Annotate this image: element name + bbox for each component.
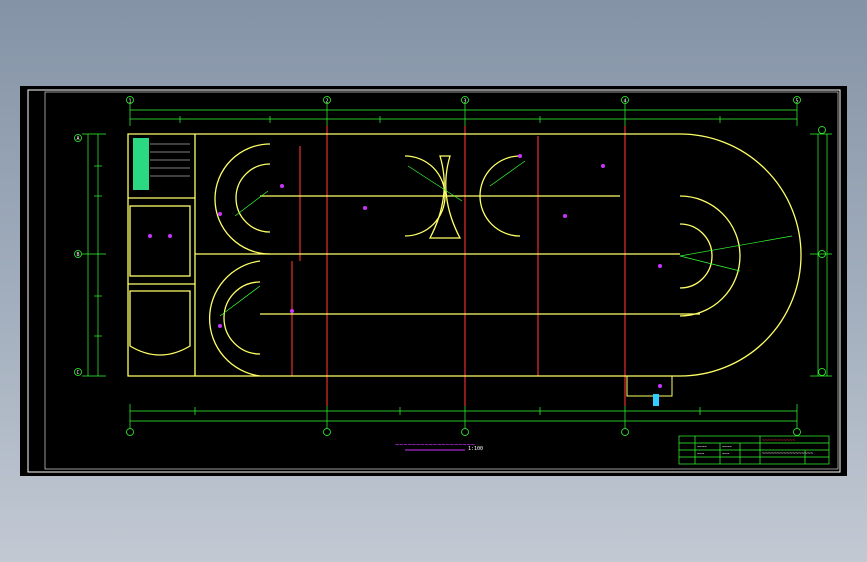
- axis-label-2: 2: [325, 99, 328, 105]
- stair-lines: [150, 143, 190, 177]
- axis-label-3: 3: [463, 99, 466, 105]
- top-dimension-lines: [129, 104, 798, 126]
- axis-label-4: 4: [623, 99, 626, 105]
- entrance-stair: [626, 375, 673, 397]
- axis-label-a: A: [76, 136, 79, 142]
- sheet-inner-frame: [44, 91, 839, 470]
- stair-hatch: [133, 138, 149, 190]
- entrance-hatch: [653, 394, 659, 406]
- sheet-outer-frame: [27, 89, 841, 473]
- axis-label-c: C: [76, 370, 79, 376]
- grid-axis-bubbles-side: [74, 126, 826, 376]
- radius-leaders: [219, 160, 793, 317]
- axis-label-b: B: [76, 252, 79, 258]
- cad-viewport[interactable]: 1 2 3 4 5 A B C ~~~~~~~~~~~~~~~~~~~ 1:10…: [20, 86, 847, 476]
- plan-scale: 1:100: [468, 446, 483, 452]
- title-block-row-3: ~~~~: [722, 444, 732, 449]
- title-block-row-2: ~~~: [697, 451, 705, 456]
- bottom-dimension-lines: [129, 404, 798, 428]
- grid-axis-bubbles-top: [126, 96, 801, 104]
- building-outline: [127, 133, 802, 377]
- grid-axis-bubbles-bottom: [126, 428, 801, 436]
- title-block: [678, 435, 830, 465]
- plan-caption: ~~~~~~~~~~~~~~~~~~~: [395, 441, 475, 449]
- title-block-project: ~~~~~~~~~~~: [762, 438, 795, 444]
- level-marks: [148, 154, 662, 388]
- title-block-row-4: ~~~: [722, 451, 730, 456]
- floor-plan-drawing: 1 2 3 4 5 A B C ~~~~~~~~~~~~~~~~~~~ 1:10…: [27, 89, 841, 473]
- title-block-row-1: ~~~~: [697, 444, 707, 449]
- axis-label-5: 5: [795, 99, 798, 105]
- title-block-drawing-name: ~~~~~~~~~~~~~~~~~: [762, 451, 813, 457]
- left-dimension-lines: [82, 133, 106, 377]
- right-dimension-lines: [810, 133, 832, 377]
- structural-axis-lines: [291, 126, 626, 406]
- axis-label-1: 1: [128, 99, 131, 105]
